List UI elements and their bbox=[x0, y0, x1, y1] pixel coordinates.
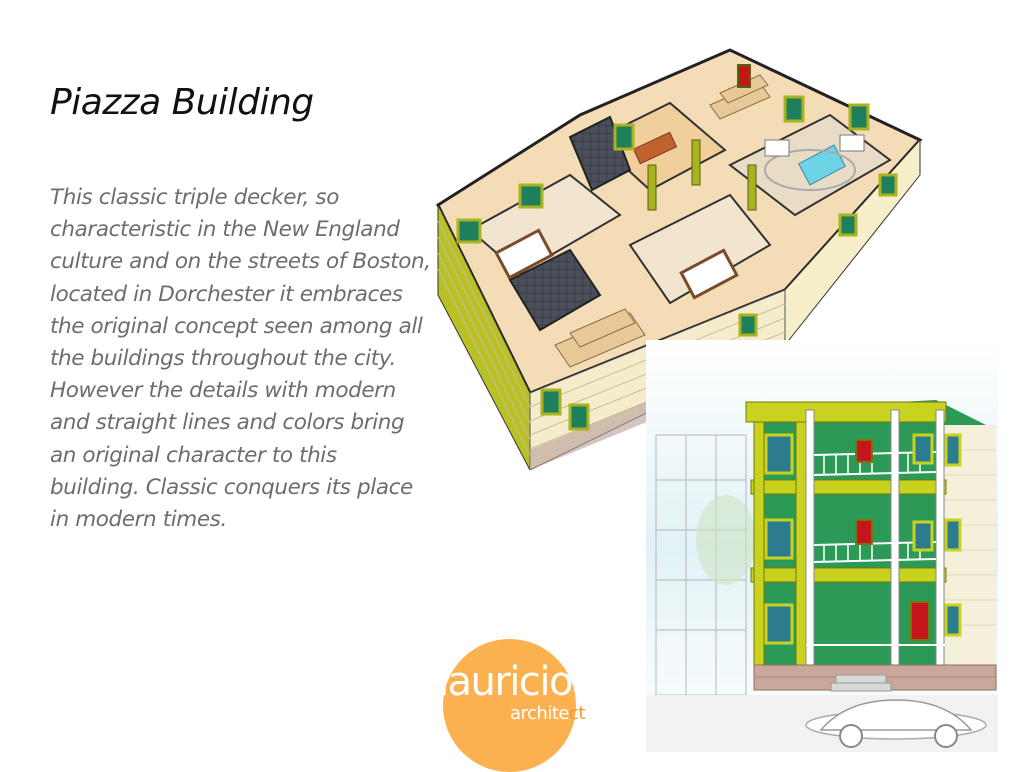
logo-subtitle-part1: archite bbox=[510, 703, 569, 724]
logo-circle bbox=[443, 639, 576, 772]
logo-subtitle: architect bbox=[510, 704, 585, 724]
logo-name: mauricio bbox=[410, 659, 573, 705]
logo-subtitle-part2: ct bbox=[568, 703, 585, 724]
slide-description: This classic triple decker, so character… bbox=[50, 185, 431, 533]
slide-title: Piazza Building bbox=[50, 82, 314, 123]
building-rendering-image bbox=[646, 340, 998, 752]
